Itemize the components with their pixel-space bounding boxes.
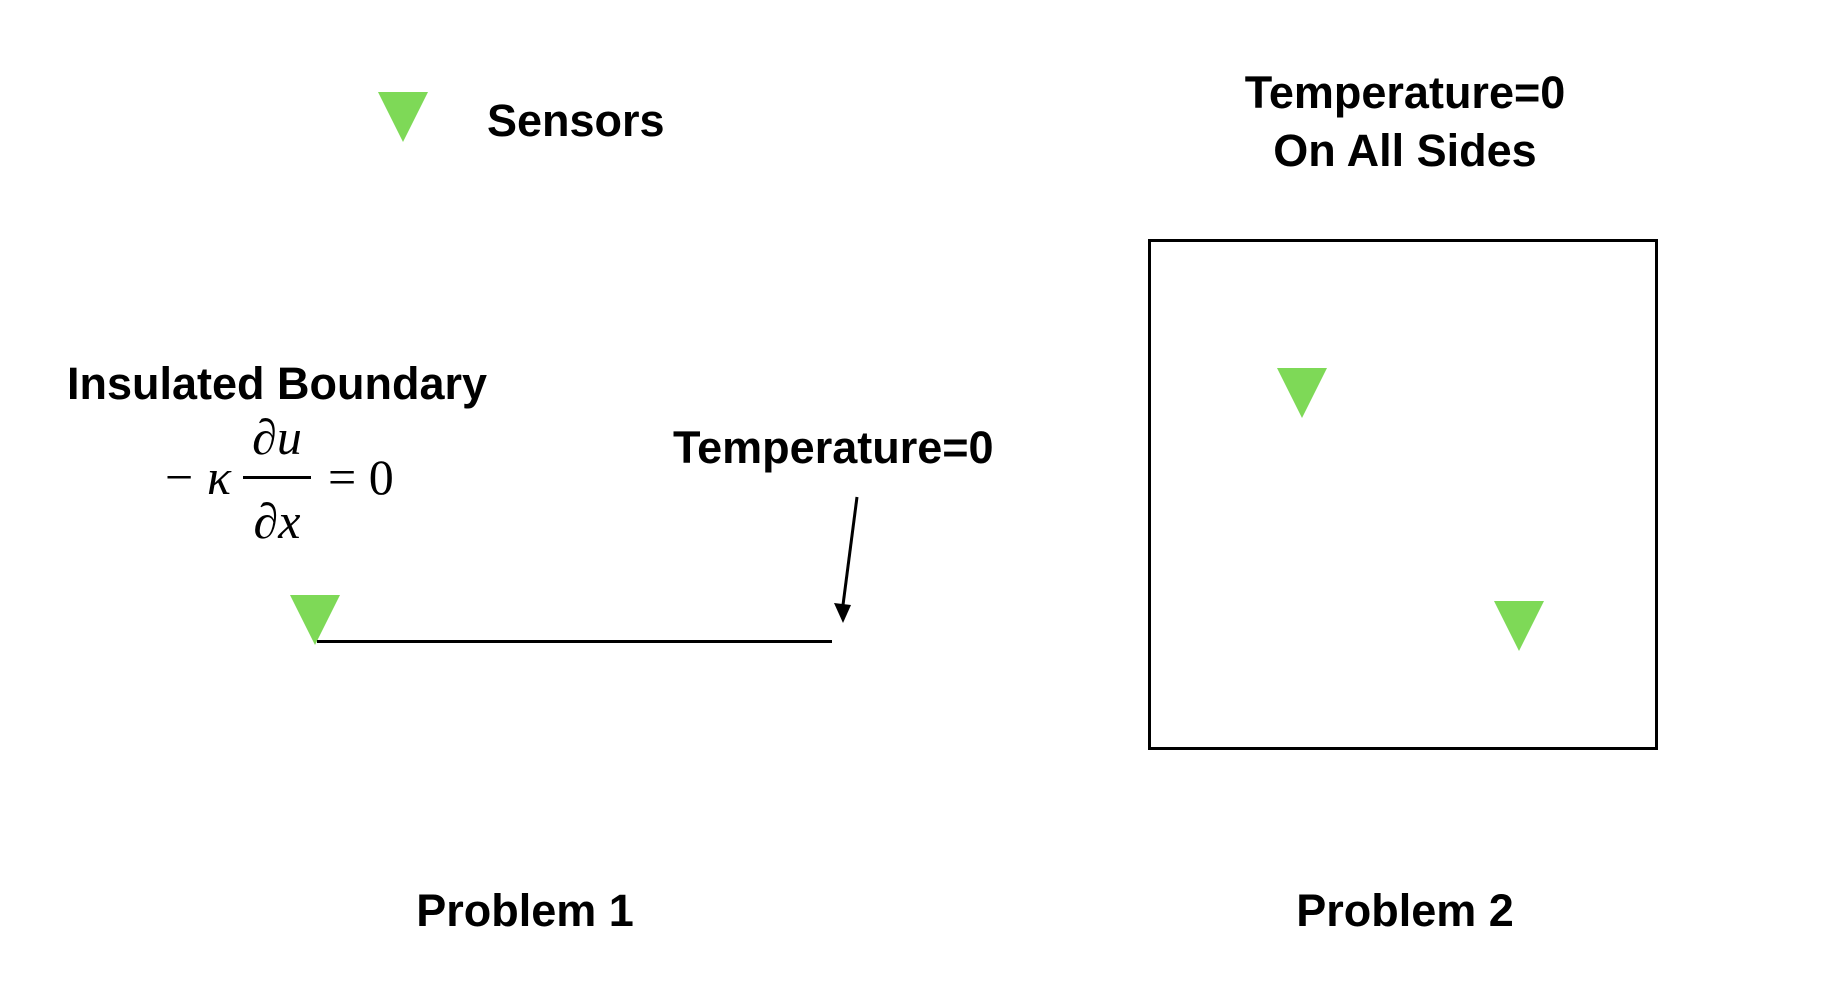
temperature-all-sides-line2: On All Sides — [1273, 125, 1537, 176]
insulated-boundary-label: Insulated Boundary — [67, 358, 488, 409]
equation-fraction-bar — [243, 476, 311, 479]
problem1-caption: Problem 1 — [416, 885, 634, 936]
temperature-all-sides-line1: Temperature=0 — [1244, 67, 1566, 118]
equation-rhs: = 0 — [328, 449, 394, 505]
temperature-zero-label: Temperature=0 — [673, 422, 994, 473]
sensor-problem1-left — [290, 595, 340, 645]
equation-denominator: ∂x — [253, 493, 301, 549]
sensor-problem2-lower-right — [1494, 601, 1544, 651]
domain-1d-line — [317, 640, 832, 643]
domain-2d-square — [1148, 239, 1658, 750]
sensor-problem2-upper-left — [1277, 368, 1327, 418]
equation-minus: − — [165, 449, 194, 505]
problem2-caption: Problem 2 — [1296, 885, 1514, 936]
equation-numerator: ∂u — [252, 409, 302, 465]
equation-kappa: κ — [207, 449, 231, 505]
legend-sensor-icon — [378, 92, 428, 142]
legend-label: Sensors — [487, 95, 665, 146]
